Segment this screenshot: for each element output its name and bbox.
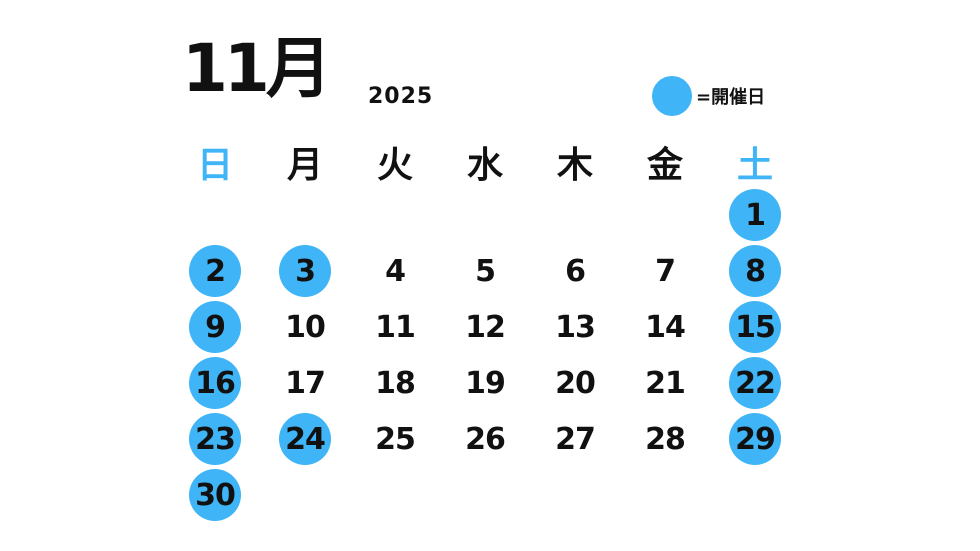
- day-number: 28: [645, 421, 686, 457]
- day-number: 16: [195, 365, 236, 401]
- day-number: 8: [745, 253, 766, 289]
- day-number: 6: [565, 253, 586, 289]
- year-label: 2025: [368, 84, 434, 109]
- day-cell: 25: [350, 411, 440, 467]
- day-number: 18: [375, 365, 416, 401]
- day-number: 4: [385, 253, 406, 289]
- event-day-circle: [729, 413, 781, 465]
- day-cell: 6: [530, 243, 620, 299]
- day-number: 14: [645, 309, 686, 345]
- weekday-sun: 日: [196, 145, 233, 186]
- day-cell: 10: [260, 299, 350, 355]
- day-cell: 21: [620, 355, 710, 411]
- day-number: 13: [555, 309, 596, 345]
- event-day-circle: [729, 357, 781, 409]
- weekday-header: 日 月 火 水 木 金 土: [170, 138, 800, 194]
- event-day-circle: [729, 189, 781, 241]
- day-cell: 29: [710, 411, 800, 467]
- day-cell: 2: [170, 243, 260, 299]
- day-number: 21: [645, 365, 686, 401]
- day-cell: 5: [440, 243, 530, 299]
- weekday-wed: 水: [466, 145, 503, 186]
- day-number: 24: [285, 421, 326, 457]
- day-number: 30: [195, 477, 236, 513]
- day-cell: 19: [440, 355, 530, 411]
- day-cell: 17: [260, 355, 350, 411]
- day-number: 5: [475, 253, 496, 289]
- day-cell: 8: [710, 243, 800, 299]
- legend-text: =開催日: [696, 87, 766, 108]
- day-cell: 4: [350, 243, 440, 299]
- day-cell: 14: [620, 299, 710, 355]
- legend: =開催日: [652, 76, 765, 116]
- day-cell: 1: [710, 187, 800, 243]
- day-cell: 22: [710, 355, 800, 411]
- event-day-circle: [189, 413, 241, 465]
- day-number: 7: [655, 253, 676, 289]
- day-number: 12: [465, 309, 506, 345]
- day-number: 22: [735, 365, 776, 401]
- day-number: 17: [285, 365, 326, 401]
- day-number: 25: [375, 421, 416, 457]
- legend-circle-icon: [652, 76, 692, 116]
- day-cell: 7: [620, 243, 710, 299]
- day-number: 3: [295, 253, 316, 289]
- day-cell: 24: [260, 411, 350, 467]
- event-day-circle: [189, 469, 241, 521]
- day-number: 26: [465, 421, 506, 457]
- day-cell: 18: [350, 355, 440, 411]
- day-cell: 13: [530, 299, 620, 355]
- day-number: 11: [375, 309, 416, 345]
- day-number: 23: [195, 421, 236, 457]
- day-cell: 20: [530, 355, 620, 411]
- day-cell: 16: [170, 355, 260, 411]
- day-number: 19: [465, 365, 506, 401]
- day-cell: 11: [350, 299, 440, 355]
- event-day-circle: [279, 413, 331, 465]
- day-number: 10: [285, 309, 326, 345]
- event-day-circle: [279, 245, 331, 297]
- day-cell: 3: [260, 243, 350, 299]
- event-day-circle: [189, 357, 241, 409]
- event-day-circle: [729, 245, 781, 297]
- event-day-circle: [189, 245, 241, 297]
- day-cell: 23: [170, 411, 260, 467]
- weekday-fri: 金: [646, 145, 683, 186]
- weekday-mon: 月: [286, 145, 323, 186]
- event-day-circle: [189, 301, 241, 353]
- month-title: 11月: [182, 30, 332, 107]
- day-cell: 30: [170, 467, 260, 523]
- day-cell: 9: [170, 299, 260, 355]
- day-cell: 15: [710, 299, 800, 355]
- day-number: 2: [205, 253, 226, 289]
- day-number: 15: [735, 309, 776, 345]
- day-cell: 26: [440, 411, 530, 467]
- day-number: 1: [745, 197, 766, 233]
- event-day-circle: [729, 301, 781, 353]
- day-number: 27: [555, 421, 596, 457]
- day-number: 29: [735, 421, 776, 457]
- weekday-thu: 木: [556, 145, 593, 186]
- weekday-tue: 火: [376, 145, 413, 186]
- day-cell: 12: [440, 299, 530, 355]
- day-cell: 28: [620, 411, 710, 467]
- day-number: 20: [555, 365, 596, 401]
- day-number: 9: [205, 309, 226, 345]
- weekday-sat: 土: [736, 145, 773, 186]
- day-cell: 27: [530, 411, 620, 467]
